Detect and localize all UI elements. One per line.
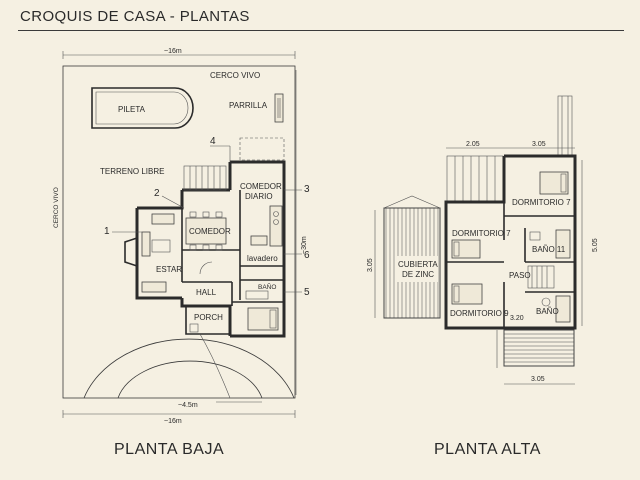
ground-bed: [247, 307, 279, 331]
garden-arc-inner: [117, 360, 263, 399]
cerco-vivo-top-label: CERCO VIVO: [210, 71, 260, 80]
cerco-vivo-left-label: CERCO VIVO: [53, 187, 60, 228]
dormitorio-top-label: DORMITORIO 7: [512, 198, 571, 207]
planta-alta-caption: PLANTA ALTA: [434, 441, 541, 458]
callout-2: 2: [154, 188, 160, 199]
kitchen-counter: [269, 205, 283, 247]
estar-label: ESTAR: [156, 265, 182, 274]
house-walls-ground: [124, 160, 286, 338]
bed-dorm-left: [451, 239, 481, 259]
living-furniture: ESTAR: [141, 213, 182, 293]
dim-bottom-inner-label: ~4.5m: [178, 402, 198, 409]
comedor-label: COMEDOR: [189, 227, 231, 236]
cubierta-label-1: CUBIERTA: [398, 260, 438, 269]
garden-arc-outer: [83, 338, 295, 399]
dim-alta-top-left: 2.05: [466, 141, 480, 148]
planta-baja-caption: PLANTA BAJA: [114, 441, 225, 458]
parrilla-label: PARRILLA: [229, 101, 268, 110]
dim-alta-top-right: 3.05: [532, 141, 546, 148]
pileta: PILETA: [91, 87, 194, 129]
paso-label: PASO: [509, 271, 531, 280]
upper-balcony: [496, 329, 575, 368]
bano-11-label: BAÑO 11: [532, 245, 566, 254]
planta-alta-plan: 2.05 3.05 CUBIERTA DE ZINC 3.05: [367, 95, 599, 385]
callout-5: 5: [304, 287, 310, 298]
dormitorio-bottom-label: DORMITORIO 9: [450, 309, 509, 318]
callout-1: 1: [104, 226, 110, 237]
bano-label-alta: BAÑO: [536, 307, 559, 316]
terreno-libre-label: TERRENO LIBRE: [100, 167, 164, 176]
bathtub-11: [555, 229, 571, 259]
bathtub-bano: [555, 295, 571, 323]
dormitorio-left-label: DORMITORIO 7: [452, 229, 511, 238]
stairs-upper: [527, 265, 555, 289]
bed-dorm-bottom: [451, 283, 483, 305]
callout-3: 3: [304, 184, 310, 195]
dim-right-label: ~30m: [301, 236, 308, 254]
lot-boundary: [62, 65, 296, 399]
house-walls-upper: [444, 154, 577, 330]
stairs-ground: [183, 165, 227, 191]
chimney: [557, 95, 573, 157]
hall-label: HALL: [196, 288, 217, 297]
callouts: 4 3 2 1 6 5: [104, 136, 310, 298]
dim-alta-inner: 3.20: [510, 315, 524, 322]
dim-alta-bottom: 3.05: [531, 376, 545, 383]
comedor-diario-label-1: COMEDOR: [240, 182, 282, 191]
bed-dorm-top: [539, 171, 569, 195]
dim-alta-right: 5.05: [592, 238, 599, 252]
page-title: CROQUIS DE CASA - PLANTAS: [20, 8, 250, 25]
pergola-dashed: [239, 137, 285, 161]
planta-baja-plan: ~16m CERCO VIVO CERCO VIVO PILETA PARRIL…: [53, 48, 310, 425]
lavadero-label: lavadero: [247, 254, 278, 263]
porch-label: PORCH: [194, 313, 223, 322]
callout-6: 6: [304, 250, 310, 261]
dim-bottom-outer-label: ~16m: [164, 418, 182, 425]
dining-table: COMEDOR: [185, 211, 231, 251]
cubierta-label-2: DE ZINC: [402, 270, 434, 279]
dim-top-label: ~16m: [164, 48, 182, 55]
pileta-label: PILETA: [118, 105, 146, 114]
bano-label: BAÑO: [258, 282, 276, 291]
comedor-diario-label-2: DIARIO: [245, 192, 273, 201]
callout-4: 4: [210, 136, 216, 147]
title-divider: [18, 30, 624, 31]
upper-pergola: [446, 155, 504, 203]
porch: PORCH: [185, 306, 230, 335]
parrilla-grill: [274, 93, 284, 123]
dim-alta-left: 3.05: [367, 258, 374, 272]
cubierta-de-zinc: CUBIERTA DE ZINC: [383, 195, 441, 319]
